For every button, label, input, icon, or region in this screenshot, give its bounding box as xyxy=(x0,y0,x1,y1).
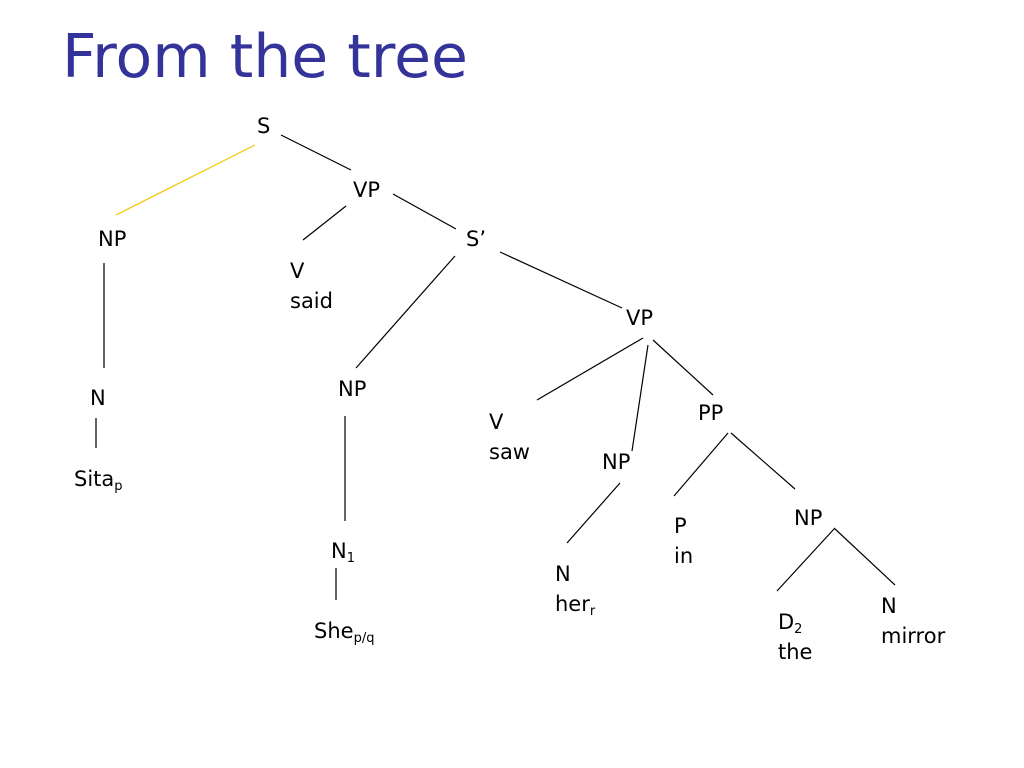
edge-pp-p xyxy=(673,432,729,497)
node-s: S xyxy=(257,114,271,138)
d2-index: 2 xyxy=(794,622,803,637)
edge-s-vp xyxy=(280,134,352,171)
d2-word: the xyxy=(778,640,813,664)
node-vp-lower: VP xyxy=(626,306,654,330)
leaf-sita: Sitap xyxy=(74,464,123,494)
v-said-category: V xyxy=(290,259,305,283)
n-mirror-word: mirror xyxy=(881,624,946,648)
node-n-her: N herr xyxy=(555,559,595,619)
edge-np-d xyxy=(776,528,835,592)
leaf-she: Shep/q xyxy=(314,616,374,646)
p-in-category: P xyxy=(674,514,687,538)
edge-sprime-vp xyxy=(499,251,623,309)
edge-sprime-np xyxy=(355,255,456,369)
her-index: r xyxy=(589,604,596,619)
v-saw-word: saw xyxy=(489,440,530,464)
node-np-mirror: NP xyxy=(794,506,823,530)
node-np-object: NP xyxy=(602,450,631,474)
d2-category: D xyxy=(778,610,795,634)
edge-vp-v-saw xyxy=(536,337,644,401)
she-word: She xyxy=(314,619,354,643)
node-vp-top: VP xyxy=(353,178,381,202)
edge-np-n-mirror xyxy=(833,527,896,586)
edge-pp-np xyxy=(730,432,796,490)
node-p-in: P in xyxy=(674,511,693,571)
slide-title: From the tree xyxy=(62,22,468,92)
node-v-said: V said xyxy=(290,256,333,316)
node-np-subject: NP xyxy=(98,227,127,251)
node-np-she: NP xyxy=(338,377,367,401)
edge-vp-np xyxy=(631,344,649,452)
edge-vp-v xyxy=(302,205,347,241)
sita-index: p xyxy=(114,479,123,494)
node-d2: D2 the xyxy=(778,607,812,667)
edge-vp-pp xyxy=(652,339,714,396)
v-saw-category: V xyxy=(489,410,504,434)
node-s-prime: S’ xyxy=(466,227,487,251)
n1-category: N xyxy=(331,539,347,563)
node-v-saw: V saw xyxy=(489,407,530,467)
node-n-subject: N xyxy=(90,386,106,410)
edge-np-n-her xyxy=(566,482,621,544)
sita-word: Sita xyxy=(74,467,115,491)
she-index: p/q xyxy=(353,631,375,646)
edge-s-np-highlighted xyxy=(115,144,256,216)
node-n-mirror: N mirror xyxy=(881,591,945,651)
p-in-word: in xyxy=(674,544,694,568)
n-her-category: N xyxy=(555,562,571,586)
edge-vp-sprime xyxy=(392,193,457,230)
node-pp: PP xyxy=(698,401,724,425)
n-mirror-category: N xyxy=(881,594,897,618)
v-said-word: said xyxy=(290,289,333,313)
her-word: her xyxy=(555,592,590,616)
node-n1: N1 xyxy=(331,536,355,566)
n1-index: 1 xyxy=(346,551,355,566)
